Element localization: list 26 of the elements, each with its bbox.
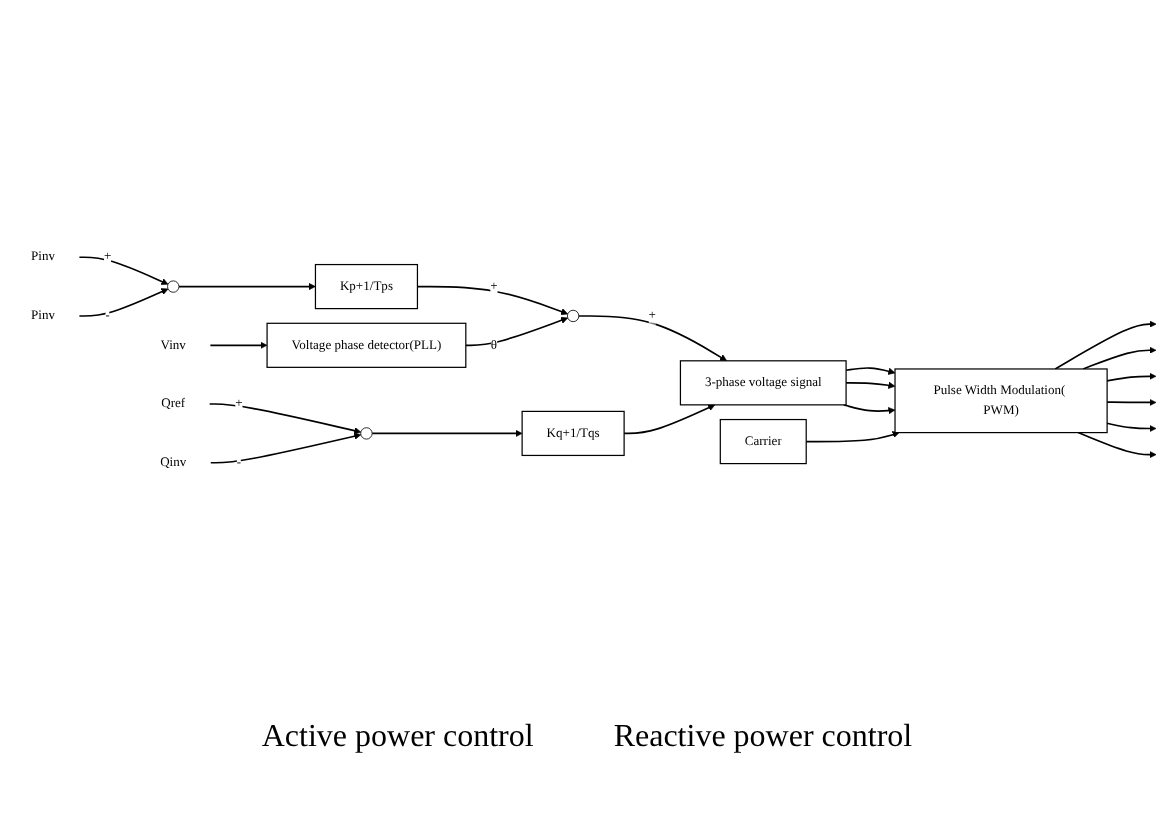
- arrow: [578, 315, 728, 362]
- arrow: [845, 381, 896, 389]
- arrow: [623, 404, 716, 435]
- arrow: [1082, 346, 1157, 370]
- arrow: [209, 341, 268, 349]
- arrow: [1106, 398, 1157, 406]
- arrow: [1077, 431, 1157, 459]
- arrow: [1106, 372, 1157, 382]
- block-caption: Reactive power control: [613, 720, 913, 756]
- arrow: [845, 367, 896, 375]
- arrow: [416, 285, 569, 316]
- arrow: [1106, 422, 1157, 433]
- arrow: [1054, 320, 1157, 370]
- arrow: [78, 256, 169, 285]
- block-caption: Active power control: [261, 720, 534, 756]
- node-circle: [167, 280, 180, 293]
- node-circle: [567, 309, 580, 323]
- arrow: [465, 316, 569, 347]
- arrow: [842, 404, 896, 415]
- arrow: [209, 432, 362, 464]
- node-circle: [360, 427, 373, 440]
- arrow: [208, 403, 362, 435]
- arrow: [805, 431, 900, 443]
- arrow: [371, 429, 523, 437]
- arrow: [178, 283, 316, 291]
- arrow: [78, 288, 169, 317]
